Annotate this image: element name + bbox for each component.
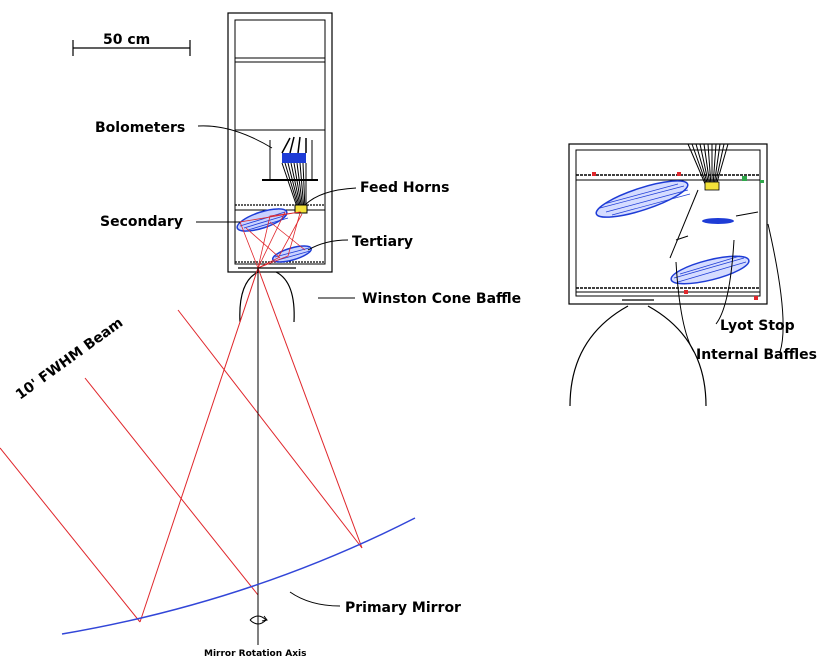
feed-horns xyxy=(281,162,308,214)
internal-rays xyxy=(239,211,306,269)
label-lyot-stop: Lyot Stop xyxy=(720,318,795,334)
label-bolometers: Bolometers xyxy=(95,120,185,136)
label-secondary: Secondary xyxy=(100,214,183,230)
beam-rays xyxy=(0,267,363,623)
scale-label: 50 cm xyxy=(103,32,150,48)
label-tertiary: Tertiary xyxy=(352,234,413,250)
label-rotation-axis: Mirror Rotation Axis xyxy=(204,649,307,657)
primary-mirror xyxy=(61,517,416,635)
bolometer-array xyxy=(262,136,318,181)
receiver-cryostat xyxy=(227,12,333,273)
label-primary-mirror: Primary Mirror xyxy=(345,600,461,616)
inset-detail: Lyot Stop Internal Baffles xyxy=(568,143,817,407)
label-beam: 10' FWHM Beam xyxy=(13,315,126,403)
labels: Bolometers Feed Horns Secondary Tertiary… xyxy=(13,120,521,657)
rotation-axis xyxy=(249,268,268,645)
scale-bar: 50 cm xyxy=(72,32,191,56)
label-feed-horns: Feed Horns xyxy=(360,180,449,196)
winston-cone-baffle xyxy=(238,267,296,323)
label-winston-cone: Winston Cone Baffle xyxy=(362,291,521,307)
label-internal-baffles: Internal Baffles xyxy=(696,347,817,363)
